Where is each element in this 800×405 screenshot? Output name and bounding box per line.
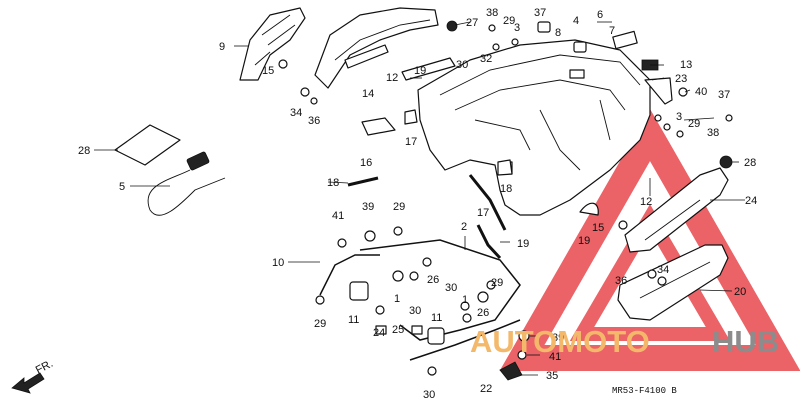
part-top-rail: [314, 7, 439, 89]
callout-39: 38: [486, 7, 498, 19]
callout-27: 28: [78, 145, 90, 157]
callout-11b: 11: [431, 312, 442, 324]
part-side-cover-22: [624, 167, 729, 253]
callout-2: 2: [461, 221, 467, 233]
callout-17b: 18: [500, 183, 512, 195]
callout-38b: 39: [552, 332, 564, 344]
callout-29c: 29: [314, 318, 326, 330]
callout-24: 24: [373, 327, 385, 339]
callout-16: 16: [360, 157, 372, 169]
callout-16b: 17: [477, 207, 489, 219]
callout-12: 12: [386, 72, 398, 84]
part-cable-5: [147, 151, 226, 216]
callout-37: 37: [534, 7, 546, 19]
callout-29: 29: [393, 201, 405, 213]
part-side-strip: [401, 57, 456, 81]
callout-17: 17: [405, 136, 417, 148]
callout-34b: 34: [657, 264, 669, 276]
callout-35: 35: [546, 370, 558, 382]
callout-leader-lines: [94, 21, 745, 376]
callout-25b: 26: [477, 307, 489, 319]
callout-26: 27: [466, 17, 478, 29]
callout-19b: 19: [578, 235, 590, 247]
callout-18: 18: [327, 177, 339, 189]
part-side-cover-20: [617, 244, 729, 321]
callout-9: 9: [219, 41, 225, 53]
callout-29b: 29: [491, 277, 503, 289]
callout-37b: 37: [718, 89, 730, 101]
callout-29d: 30: [423, 389, 435, 401]
callout-22: 24: [745, 195, 757, 207]
callout-19: 19: [414, 65, 426, 77]
callout-36b: 36: [615, 275, 627, 287]
callout-12b: 12: [640, 196, 652, 208]
callout-24b: 25: [392, 324, 404, 336]
part-pad-27: [114, 124, 181, 166]
front-direction-label: FR.: [34, 358, 55, 377]
callout-15b: 15: [592, 222, 604, 234]
callout-25: 26: [427, 274, 439, 286]
callout-30: 30: [445, 282, 457, 294]
callout-41b: 41: [549, 351, 561, 363]
callout-11: 11: [348, 314, 359, 326]
callout-28: 29: [503, 15, 515, 27]
callout-21: 22: [480, 383, 492, 395]
callout-10: 10: [272, 257, 284, 269]
part-frame-2: [359, 239, 521, 341]
callout-15: 15: [262, 65, 274, 77]
callout-39b: 38: [707, 127, 719, 139]
callout-18b: 19: [517, 238, 529, 250]
front-direction-indicator: FR.: [11, 358, 55, 394]
watermark-text-colored: AUTOMOTO: [470, 324, 650, 359]
part-stay-10: [319, 254, 380, 296]
callout-33: 32: [480, 53, 492, 65]
callout-28b: 29: [688, 118, 700, 130]
callout-3: 3: [514, 22, 520, 34]
callout-20: 20: [734, 286, 746, 298]
callout-23: 23: [675, 73, 687, 85]
part-inner-strip: [344, 44, 389, 69]
callout-14: 14: [362, 88, 374, 100]
watermark-text-gray: HUB: [712, 324, 779, 359]
callout-8: 8: [555, 27, 561, 39]
callout-30b: 30: [409, 305, 421, 317]
callout-26b: 28: [744, 157, 756, 169]
callout-4: 4: [573, 15, 579, 27]
callout-32: 30: [456, 59, 468, 71]
part-stay-21: [409, 319, 521, 361]
hardware-small-parts: [278, 20, 733, 381]
callout-5: 5: [119, 181, 125, 193]
part-trunk-body: [417, 39, 651, 216]
callout-36: 36: [308, 115, 320, 127]
callout-40: 40: [695, 86, 707, 98]
part-rear-cover: [239, 7, 306, 81]
callout-38: 39: [362, 201, 374, 213]
callout-labels: 9 15 34 36 14 12 19 30 32 27 38 29 37 3 …: [78, 7, 757, 401]
callout-6: 6: [597, 9, 603, 21]
callout-7: 7: [609, 25, 615, 37]
callout-1: 1: [394, 293, 400, 305]
callout-41: 41: [332, 210, 344, 222]
callout-13: 13: [680, 59, 692, 71]
callout-34: 34: [290, 107, 302, 119]
callout-1b: 1: [462, 294, 468, 306]
drawing-code: MR53-F4100 B: [612, 386, 677, 396]
callout-3b: 3: [676, 111, 682, 123]
